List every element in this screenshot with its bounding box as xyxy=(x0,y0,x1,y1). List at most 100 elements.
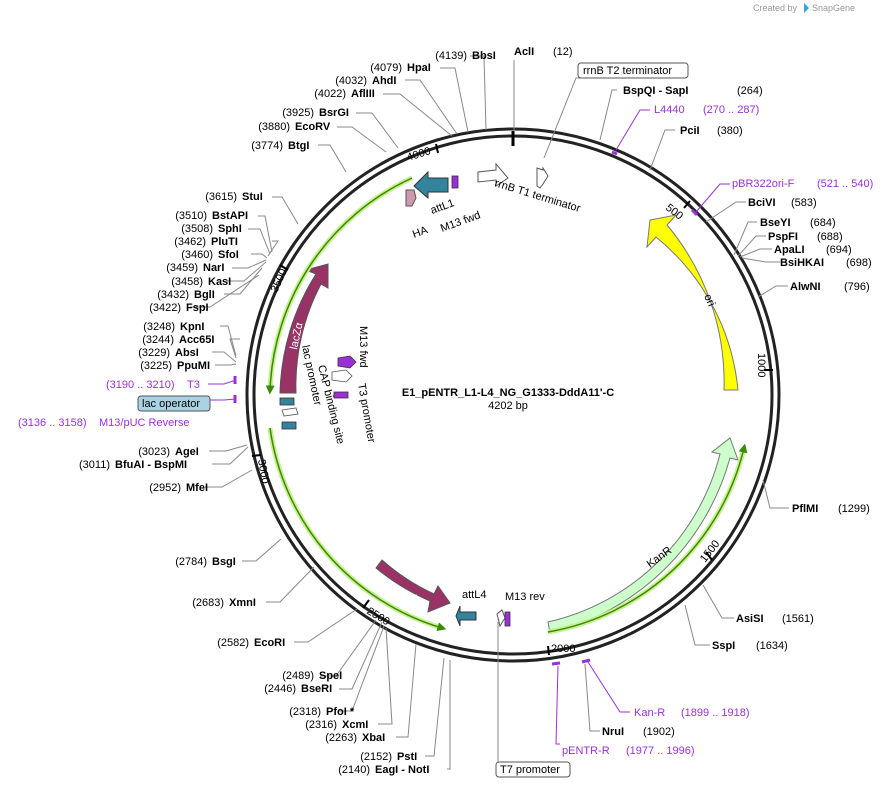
lac-operator-box xyxy=(137,395,211,412)
tick-1500 xyxy=(705,551,713,561)
site-pos: (3432) xyxy=(157,289,189,301)
primer-marks xyxy=(233,150,699,666)
site-pos: (2784) xyxy=(175,556,207,568)
site-name: PstI xyxy=(397,751,417,763)
primer-range: (3190 .. 3210) xyxy=(106,379,175,391)
site-name: SphI xyxy=(218,223,242,235)
primer-range: (1899 .. 1918) xyxy=(681,707,750,719)
site-pos: (3459) xyxy=(166,262,198,274)
attl1-label: attL1 xyxy=(429,197,456,217)
cap-site-feature xyxy=(281,421,297,430)
site-name: PpuMI xyxy=(177,360,210,372)
site-pos: (3244) xyxy=(142,334,174,346)
primer-range: (3136 .. 3158) xyxy=(18,417,87,429)
ugi-feature xyxy=(375,559,451,613)
site-pos: (1299) xyxy=(838,503,870,515)
site-name: BfuAI - BspMI xyxy=(115,459,187,471)
m13-rev-label: M13 rev xyxy=(505,591,545,603)
lac-promoter-feature xyxy=(281,407,299,417)
primer-leaders xyxy=(208,109,730,745)
site-pos: (698) xyxy=(846,257,872,269)
site-name: BsgI xyxy=(212,556,236,568)
site-pos: (2140) xyxy=(338,764,370,776)
site-pos: (688) xyxy=(817,231,843,243)
site-name: SpeI xyxy=(319,670,342,682)
lacza-feature xyxy=(279,263,329,394)
snapgene-logo-icon xyxy=(804,3,809,13)
site-name: BciVI xyxy=(748,197,776,209)
tick-3500 xyxy=(279,264,289,271)
site-name: BstAPI xyxy=(212,210,248,222)
left-site-labels: (4139) BbsI (4079) HpaI (4032) AhdI (402… xyxy=(79,50,496,776)
site-name: BbsI xyxy=(472,50,496,62)
site-name: AlwNI xyxy=(790,281,821,293)
site-name: KpnI xyxy=(180,321,204,333)
site-name: MfeI xyxy=(186,482,208,494)
primer-name: pBR322ori-F xyxy=(732,178,795,190)
site-pos: (2263) xyxy=(325,732,357,744)
site-name: PluTI xyxy=(211,236,238,248)
site-name: SfoI xyxy=(218,249,239,261)
site-name: EcoRI xyxy=(254,637,285,649)
primer-mark-pentr xyxy=(551,661,561,666)
site-name: XcmI xyxy=(342,719,368,731)
kanr-feature xyxy=(547,437,739,634)
site-name: Acc65I xyxy=(179,334,214,346)
m13-fwd-inner-label: M13 fwd xyxy=(357,326,369,368)
primer-range: (521 .. 540) xyxy=(817,178,873,190)
site-name: NarI xyxy=(203,262,224,274)
primer-name: Kan-R xyxy=(634,707,665,719)
site-pos: (12) xyxy=(553,46,573,58)
attl1-feature xyxy=(413,170,449,200)
attl4-label: attL4 xyxy=(462,589,486,601)
site-pos: (1902) xyxy=(643,726,675,738)
snapgene-credit: Created by SnapGene xyxy=(753,3,855,13)
site-pos: (3225) xyxy=(140,360,172,372)
site-pos: (2316) xyxy=(305,719,337,731)
site-pos: (3229) xyxy=(138,347,170,359)
tick-label-3500: 3500 xyxy=(269,267,290,294)
credit-label: Created by xyxy=(753,3,798,13)
plasmid-name: E1_pENTR_L1-L4_NG_G1333-DddA11'-C xyxy=(402,387,614,399)
site-name: PspFI xyxy=(768,231,798,243)
site-pos: (583) xyxy=(791,197,817,209)
site-pos: (2683) xyxy=(192,597,224,609)
right-site-labels: AclI (12) BspQI - SapI (264) PciI (380) … xyxy=(514,46,872,738)
site-pos: (2446) xyxy=(264,683,296,695)
t7-promoter-box xyxy=(495,761,571,778)
site-name: PfoI * xyxy=(326,706,355,718)
site-pos: (4032) xyxy=(335,75,367,87)
site-pos: (694) xyxy=(826,244,852,256)
site-pos: (2489) xyxy=(282,670,314,682)
m13-rev-primer xyxy=(504,611,511,627)
brand-label: SnapGene xyxy=(812,3,855,13)
primer-name: pENTR-R xyxy=(562,745,610,757)
tick-label-4000: 4000 xyxy=(405,145,432,164)
attl4-feature xyxy=(455,605,477,627)
site-name: AgeI xyxy=(175,446,199,458)
site-pos: (3774) xyxy=(251,140,283,152)
m13-fwd-primer xyxy=(451,175,459,189)
site-name: BsrGI xyxy=(319,107,349,119)
site-pos: (3011) xyxy=(79,459,110,471)
site-name: XbaI xyxy=(362,732,385,744)
site-pos: (3023) xyxy=(138,446,170,458)
ori-feature xyxy=(646,214,739,391)
site-pos: (3462) xyxy=(174,236,206,248)
tick-2000 xyxy=(547,645,550,656)
primer-name: M13/pUC Reverse xyxy=(99,417,189,429)
right-site-leaders xyxy=(513,60,789,732)
site-pos: (4139) xyxy=(435,50,467,62)
site-pos: (3460) xyxy=(181,249,213,261)
tick-3000 xyxy=(251,454,262,457)
site-name: NruI xyxy=(602,726,624,738)
promoter-cluster xyxy=(279,355,357,430)
t3-promoter-feature xyxy=(331,369,353,383)
site-name: ApaLI xyxy=(774,244,805,256)
site-name: BsiHKAI xyxy=(780,257,824,269)
site-name: AhdI xyxy=(372,75,396,87)
site-pos: (380) xyxy=(717,125,743,137)
site-name: EagI - NotI xyxy=(375,764,429,776)
tick-label-2000: 2000 xyxy=(551,643,575,655)
